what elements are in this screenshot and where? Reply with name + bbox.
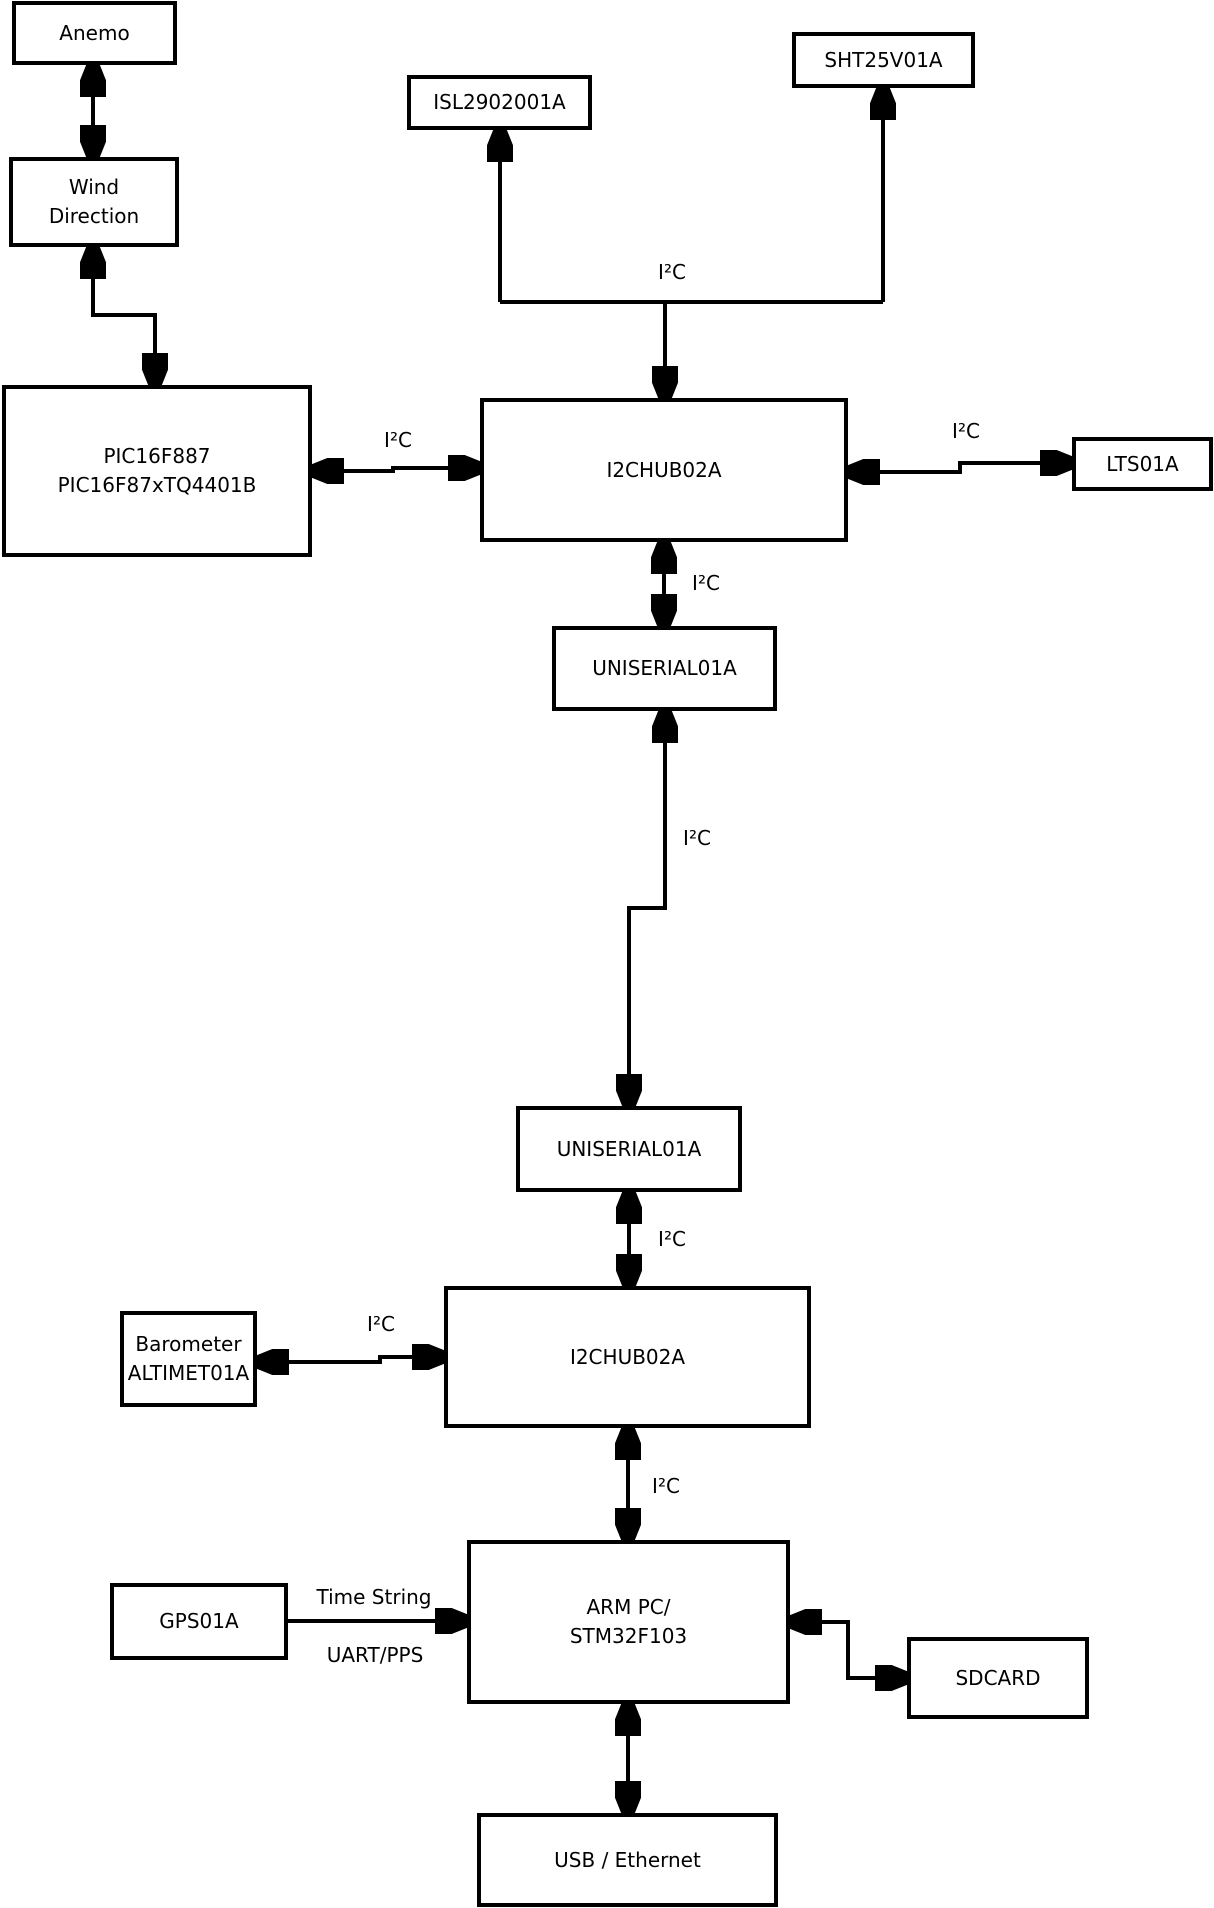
node-wind-direction: Wind Direction (9, 157, 179, 247)
edge-barometer-i2chub-bottom (257, 1357, 444, 1362)
i2c-label-hub-armpc: I²C (652, 1474, 680, 1498)
node-sdcard: SDCARD (907, 1637, 1089, 1719)
node-isl2902001a: ISL2902001A (407, 75, 592, 130)
edge-pic-i2chub-top (312, 468, 480, 471)
node-lts01a: LTS01A (1072, 437, 1213, 491)
node-gps01a: GPS01A (110, 1583, 288, 1660)
i2c-label-hub-lts: I²C (952, 419, 980, 443)
node-pic16f887: PIC16F887 PIC16F87xTQ4401B (2, 385, 312, 557)
i2c-label-hub-uniserial-upper: I²C (692, 571, 720, 595)
node-uniserial01a-lower: UNISERIAL01A (516, 1106, 742, 1192)
i2c-label-pic-hub: I²C (384, 428, 412, 452)
i2c-label-top-bus: I²C (658, 260, 686, 284)
i2c-label-uniserial-link: I²C (683, 826, 711, 850)
edge-armpc-sdcard (790, 1622, 907, 1678)
node-i2chub02a-top: I2CHUB02A (480, 398, 848, 542)
i2c-label-uniserial-hub-bottom: I²C (658, 1227, 686, 1251)
node-sht25v01a: SHT25V01A (792, 32, 975, 88)
node-usb-ethernet: USB / Ethernet (477, 1813, 778, 1907)
node-i2chub02a-bottom: I2CHUB02A (444, 1286, 811, 1428)
time-string-label: Time String (316, 1585, 432, 1609)
edge-uniserial-upper-uniserial-lower (629, 711, 665, 1106)
node-barometer-altimet01a: Barometer ALTIMET01A (120, 1311, 257, 1407)
node-anemo: Anemo (12, 1, 177, 65)
node-arm-pc-stm32f103: ARM PC/ STM32F103 (467, 1540, 790, 1704)
node-uniserial01a-upper: UNISERIAL01A (552, 626, 777, 711)
i2c-label-barometer-hub: I²C (367, 1312, 395, 1336)
edge-i2chub-top-lts (848, 463, 1072, 472)
edge-winddirection-pic (93, 247, 155, 385)
uart-pps-label: UART/PPS (326, 1643, 424, 1667)
